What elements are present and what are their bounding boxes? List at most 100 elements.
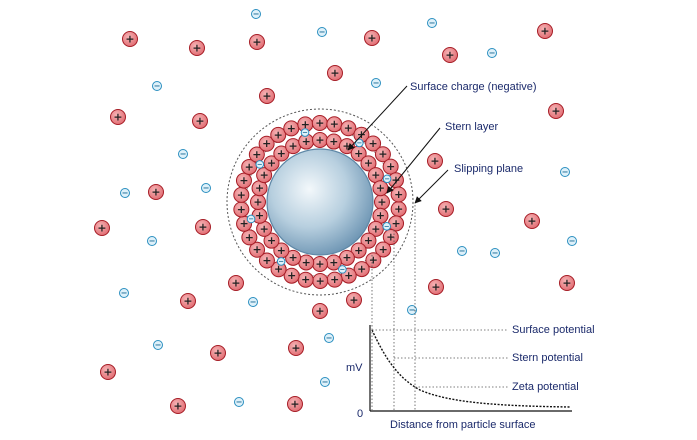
cation-icon: +: [438, 201, 454, 217]
cation-icon: +: [228, 275, 244, 291]
svg-text:+: +: [253, 195, 262, 208]
svg-text:+: +: [253, 243, 262, 256]
svg-text:+: +: [252, 148, 261, 161]
svg-text:+: +: [357, 262, 366, 275]
svg-text:+: +: [330, 273, 339, 286]
colloid-particle: [266, 148, 374, 256]
anion-icon: −: [300, 128, 310, 137]
cation-icon: +: [270, 126, 287, 143]
cation-icon: +: [350, 242, 367, 259]
surface-charge-label: Surface charge (negative): [410, 81, 537, 93]
svg-text:+: +: [315, 304, 324, 317]
svg-text:+: +: [287, 269, 296, 282]
svg-text:+: +: [386, 160, 395, 173]
cation-icon: +: [428, 279, 444, 295]
svg-text:+: +: [342, 140, 351, 153]
anion-icon: −: [246, 214, 256, 224]
svg-text:+: +: [354, 147, 363, 160]
stern-layer-label: Stern layer: [445, 121, 499, 133]
svg-text:−: −: [357, 139, 363, 147]
svg-text:+: +: [315, 116, 324, 129]
cation-icon: +: [189, 40, 205, 56]
cation-icon: +: [263, 155, 280, 172]
cation-icon: +: [249, 241, 266, 258]
svg-text:+: +: [379, 243, 388, 256]
svg-text:+: +: [245, 160, 254, 173]
slipping-plane-arrow: [414, 169, 449, 204]
svg-text:−: −: [492, 247, 499, 257]
stern-potential-label: Stern potential: [512, 352, 583, 364]
anion-icon: −: [320, 376, 330, 387]
anion-icon: −: [382, 174, 392, 184]
cation-icon: +: [235, 172, 252, 189]
cation-icon: +: [427, 153, 443, 169]
svg-text:+: +: [183, 294, 192, 307]
cation-icon: +: [372, 207, 389, 224]
svg-text:+: +: [97, 221, 106, 234]
svg-text:−: −: [253, 8, 260, 18]
svg-text:+: +: [255, 182, 264, 195]
cation-icon: +: [374, 146, 391, 163]
svg-text:+: +: [192, 41, 201, 54]
svg-text:+: +: [302, 135, 311, 148]
anion-icon: −: [119, 287, 129, 298]
svg-text:−: −: [250, 296, 257, 306]
anion-icon: −: [234, 396, 244, 407]
svg-text:+: +: [245, 231, 254, 244]
svg-text:−: −: [409, 304, 416, 314]
cation-icon: +: [94, 220, 110, 236]
svg-text:+: +: [260, 222, 269, 235]
anion-icon: −: [248, 296, 258, 307]
svg-text:+: +: [369, 254, 378, 267]
svg-text:−: −: [302, 129, 308, 137]
anion-icon: −: [371, 77, 381, 88]
svg-text:+: +: [262, 137, 271, 150]
svg-text:+: +: [151, 185, 160, 198]
cation-icon: +: [559, 275, 575, 291]
svg-text:+: +: [445, 48, 454, 61]
svg-text:+: +: [344, 122, 353, 135]
zeta-potential-label: Zeta potential: [512, 381, 579, 393]
anion-icon: −: [152, 80, 162, 91]
cation-icon: +: [524, 213, 540, 229]
svg-text:+: +: [364, 157, 373, 170]
potential-graph: Surface potential Stern potential Zeta p…: [346, 324, 595, 431]
cation-icon: +: [195, 219, 211, 235]
cation-icon: +: [148, 184, 164, 200]
svg-text:−: −: [236, 396, 243, 406]
cation-icon: +: [442, 47, 458, 63]
svg-text:+: +: [349, 293, 358, 306]
anion-icon: −: [317, 26, 327, 37]
svg-text:+: +: [394, 188, 403, 201]
svg-text:−: −: [322, 376, 329, 386]
cation-icon: +: [312, 303, 328, 319]
cation-icon: +: [312, 132, 328, 148]
ions-layer: ++++++++++++++++++++++++++++−−−−−−−−−−−−…: [94, 8, 577, 414]
cation-icon: +: [390, 201, 407, 218]
y-axis-label: mV: [346, 362, 363, 374]
svg-text:+: +: [262, 254, 271, 267]
anion-icon: −: [567, 235, 577, 246]
svg-text:+: +: [195, 114, 204, 127]
svg-text:+: +: [301, 118, 310, 131]
svg-text:−: −: [248, 215, 254, 223]
svg-text:+: +: [252, 35, 261, 48]
anion-icon: −: [407, 304, 417, 315]
svg-text:+: +: [364, 234, 373, 247]
svg-text:−: −: [121, 287, 128, 297]
cation-icon: +: [537, 23, 553, 39]
svg-text:+: +: [540, 24, 549, 37]
anion-icon: −: [427, 17, 437, 28]
cation-icon: +: [250, 194, 266, 210]
svg-text:+: +: [255, 209, 264, 222]
cation-icon: +: [287, 396, 303, 412]
svg-text:+: +: [231, 276, 240, 289]
svg-text:−: −: [373, 77, 380, 87]
cation-icon: +: [110, 109, 126, 125]
anion-icon: −: [276, 257, 286, 266]
surface-charge-arrow: [347, 85, 408, 151]
cation-icon: +: [249, 34, 265, 50]
svg-text:−: −: [459, 245, 466, 255]
cation-icon: +: [327, 65, 343, 81]
